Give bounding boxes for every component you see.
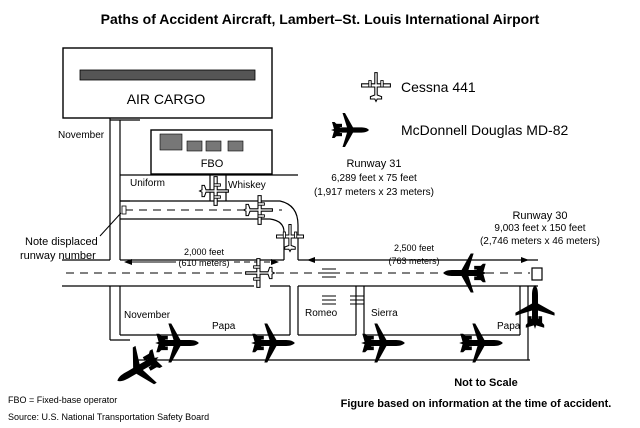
md82-icon-6 [515,285,555,329]
taxiway-whiskey: Whiskey [228,180,266,191]
runway-31-meters: (1,917 meters x 23 meters) [314,187,434,198]
md82-icon-2 [155,323,199,363]
taxiway-uniform: Uniform [130,178,165,189]
runway-30-name: Runway 30 [512,210,567,222]
dimension-2500-feet: 2,500 feet (763 meters) [307,243,529,266]
runway-30-meters: (2,746 meters x 46 meters) [480,236,600,247]
source-credit: Source: U.S. National Transportation Saf… [8,412,209,422]
md82-icon-3 [251,323,295,363]
cessna-path [199,176,304,288]
note-line-2: runway number [20,250,96,262]
taxiway-november-upper: November [58,130,105,141]
runway-31-name: Runway 31 [346,158,401,170]
taxiway-november-lower: November [124,310,171,321]
taxiway-sierra: Sierra [371,308,398,319]
note-line-1: Note displaced [25,236,98,248]
taxiway-papa-left: Papa [212,321,236,332]
figure-basis-note: Figure based on information at the time … [341,398,612,410]
md82-icon-4 [361,323,405,363]
fbo-label: FBO [201,158,224,170]
air-cargo-label: AIR CARGO [127,91,206,107]
runway-31-info: Runway 31 6,289 feet x 75 feet (1,917 me… [314,158,434,198]
legend: Cessna 441 McDonnell Douglas MD-82 [331,72,569,147]
not-to-scale: Not to Scale [454,377,518,389]
diagram-title: Paths of Accident Aircraft, Lambert–St. … [101,11,540,27]
air-cargo-building: AIR CARGO [62,47,273,119]
dimension-2000-feet-label: 2,000 feet [184,247,225,257]
md82-icon-7 [443,253,487,293]
taxiway-romeo: Romeo [305,308,338,319]
dimension-763-meters-label: (763 meters) [388,256,439,266]
fbo-building: FBO [150,129,273,175]
taxiway-papa-right: Papa [497,321,521,332]
displaced-runway-note: Note displaced runway number [20,212,122,262]
legend-md82-label: McDonnell Douglas MD-82 [401,122,569,138]
runway-30-feet: 9,003 feet x 150 feet [494,223,585,234]
runway-31-feet: 6,289 feet x 75 feet [331,173,417,184]
displaced-threshold-marker [121,205,127,215]
runway-30-info: Runway 30 9,003 feet x 150 feet (2,746 m… [480,210,600,247]
cessna-icon-4 [245,258,275,288]
dimension-2000-feet: 2,000 feet (610 meters) [124,247,279,268]
md82-legend-icon [331,113,369,147]
cessna-icon-3 [276,224,304,252]
cessna-icon-2 [243,195,273,225]
fbo-definition: FBO = Fixed-base operator [8,395,117,405]
pavement-outlines [62,118,543,361]
dimension-2500-feet-label: 2,500 feet [394,243,435,253]
legend-cessna-label: Cessna 441 [401,79,476,95]
dimension-610-meters-label: (610 meters) [178,258,229,268]
cessna-legend-icon [361,72,391,102]
